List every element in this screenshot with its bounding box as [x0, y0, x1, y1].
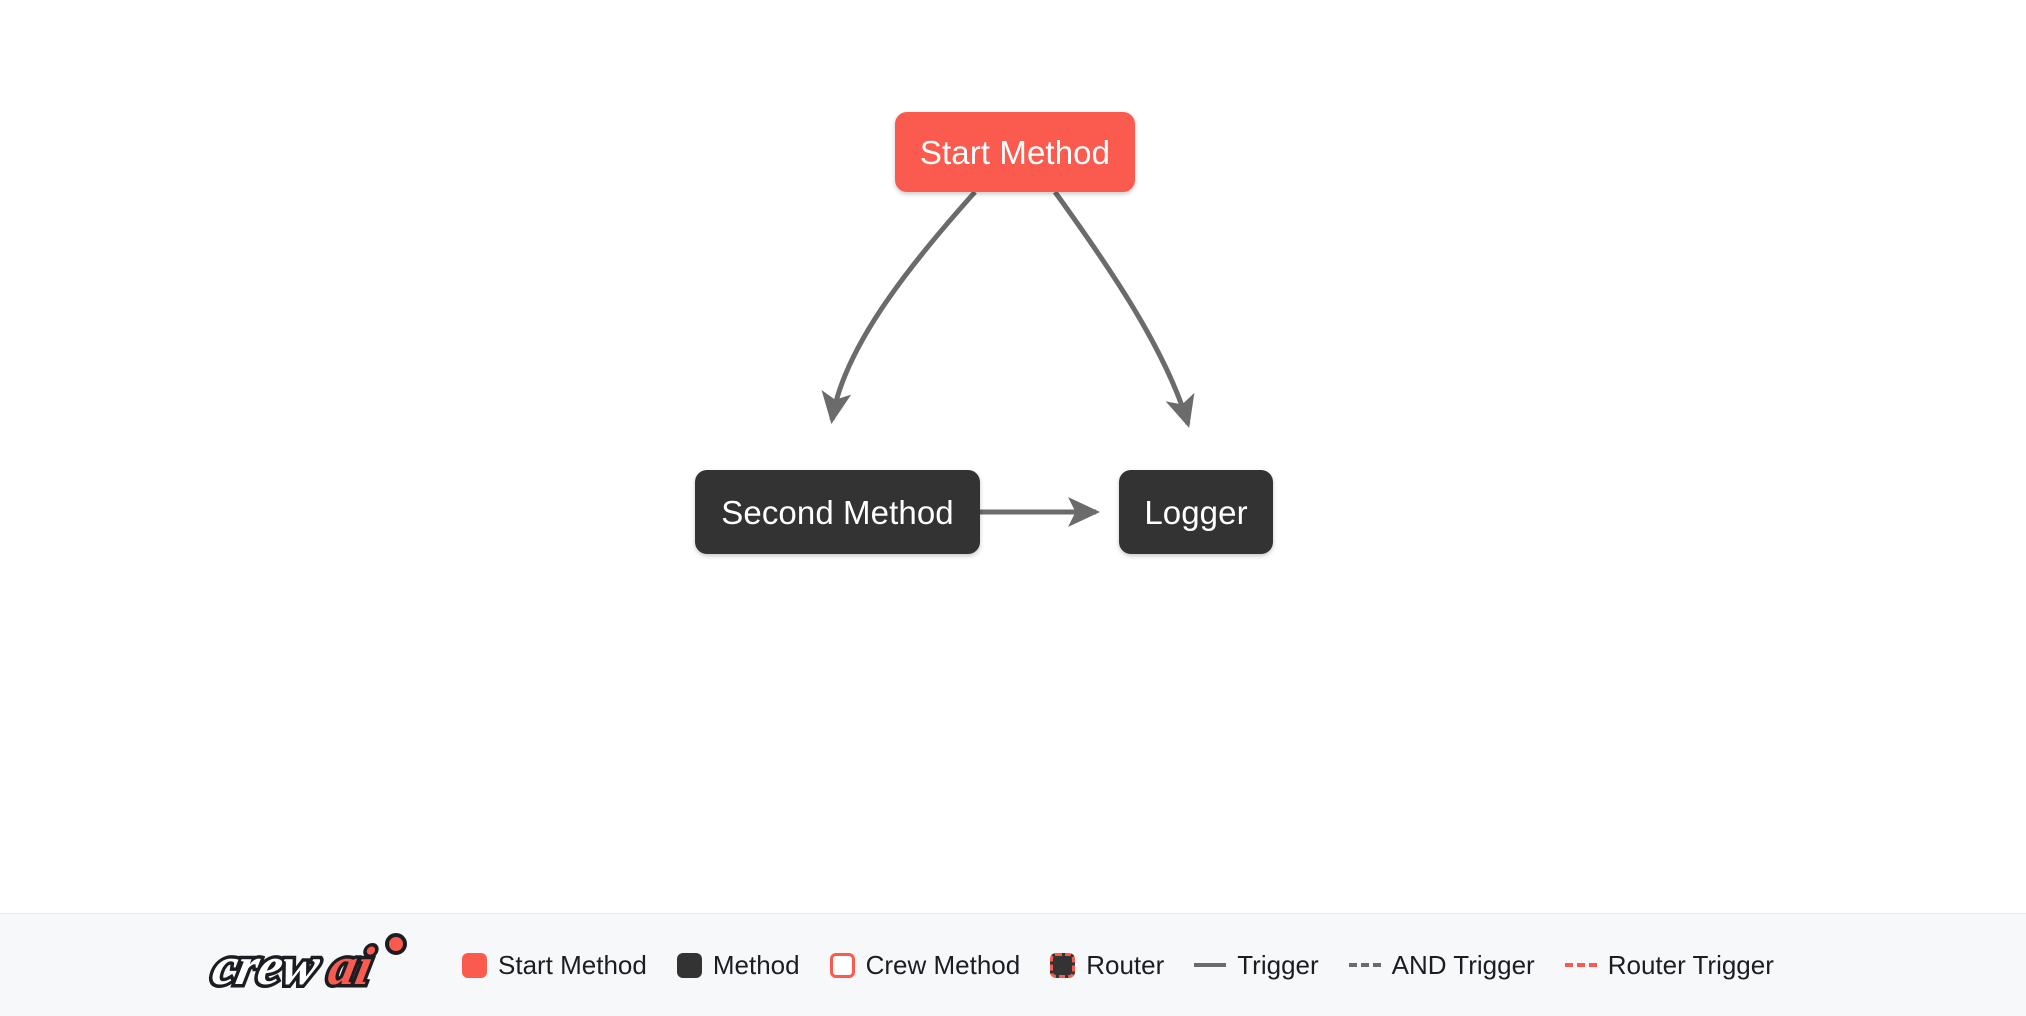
legend-item-label: Crew Method [865, 950, 1021, 980]
legend-items: Start Method Method Crew Method Router T… [462, 952, 1774, 978]
legend-item-crew-method[interactable]: Crew Method [829, 950, 1021, 980]
trigger-line-icon [1194, 963, 1227, 967]
flow-node-label: Logger [1144, 493, 1248, 531]
crew-method-swatch-icon [829, 952, 855, 978]
flow-node-second-method[interactable]: Second Method [695, 470, 980, 554]
legend-item-router-trigger[interactable]: Router Trigger [1564, 950, 1774, 980]
legend-bar: crew ai Start Method Method Crew Method … [0, 913, 2026, 1016]
method-swatch-icon [676, 952, 702, 978]
start-method-swatch-icon [462, 952, 487, 978]
and-trigger-line-icon [1348, 963, 1381, 967]
legend-item-and-trigger[interactable]: AND Trigger [1348, 950, 1535, 980]
legend-item-router[interactable]: Router [1050, 952, 1164, 978]
legend-item-label: AND Trigger [1391, 950, 1535, 980]
router-trigger-line-icon [1564, 963, 1597, 967]
crewai-logo: crew ai [204, 932, 407, 999]
graph-canvas[interactable]: Start Method Second Method Logger [0, 0, 2026, 913]
router-swatch-icon [1050, 952, 1076, 978]
edge-start-to-logger [1052, 190, 1195, 428]
legend-item-label: Start Method [498, 950, 647, 980]
legend-item-label: Trigger [1237, 950, 1319, 980]
legend-item-label: Router Trigger [1607, 950, 1774, 980]
edge-start-to-second [821, 190, 977, 424]
flow-node-label: Start Method [919, 133, 1111, 171]
flow-node-logger[interactable]: Logger [1119, 470, 1273, 554]
flow-node-start-method[interactable]: Start Method [895, 112, 1135, 192]
flow-node-label: Second Method [721, 493, 954, 531]
legend-item-trigger[interactable]: Trigger [1194, 950, 1319, 980]
legend-item-start-method[interactable]: Start Method [462, 952, 647, 978]
crewai-logo-dot [385, 933, 407, 955]
crewai-logo-text-light: crew [208, 936, 326, 996]
legend-item-method[interactable]: Method [676, 950, 800, 980]
legend-item-label: Method [712, 950, 800, 980]
crewai-logo-text-accent: ai [324, 936, 379, 996]
legend-item-label: Router [1086, 950, 1165, 980]
